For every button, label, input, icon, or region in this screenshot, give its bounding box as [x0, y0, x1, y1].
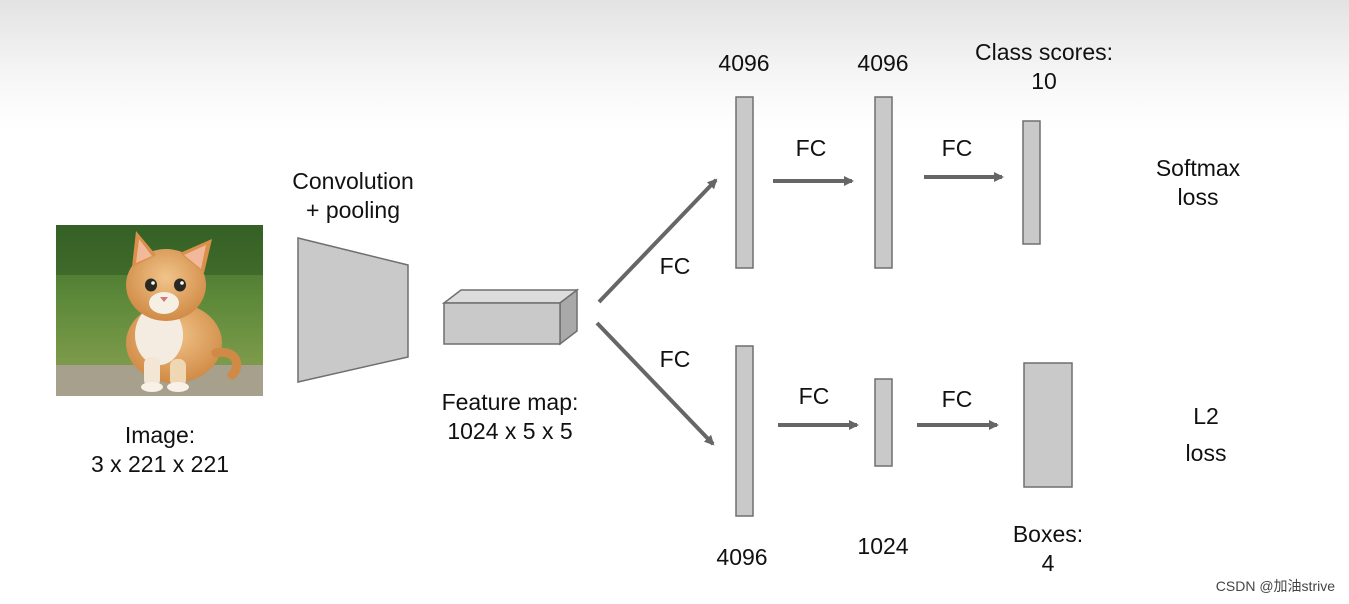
branch-bottom-fc-label: FC: [659, 346, 691, 372]
input-label-line1: Image:: [124, 422, 196, 448]
top-layer1-size: 4096: [718, 50, 770, 76]
bottom-fc-label-1: FC: [798, 383, 830, 409]
feature-map-label-line1: Feature map:: [441, 389, 579, 415]
boxes-line2: 4: [1041, 550, 1055, 576]
bottom-fc-layer-1: [735, 345, 754, 517]
class-scores-line2: 10: [1031, 68, 1057, 94]
softmax-loss-line1: Softmax: [1155, 155, 1241, 181]
top-fc-layer-1: [735, 96, 754, 269]
boxes-label: Boxes: 4: [988, 520, 1108, 578]
conv-pooling-block: [297, 237, 409, 383]
branch-arrow-bottom: [595, 321, 715, 446]
top-fc-label-2: FC: [941, 135, 973, 161]
input-image: [56, 225, 263, 396]
l2-loss-label: L2 loss: [1158, 398, 1254, 472]
input-image-label: Image: 3 x 221 x 221: [60, 421, 260, 479]
conv-label: Convolution + pooling: [268, 167, 438, 225]
branch-top-fc-label: FC: [659, 253, 691, 279]
bottom-fc-layer-2: [874, 378, 893, 467]
feature-map-block: [441, 288, 580, 346]
bottom-layer1-size: 4096: [716, 544, 768, 570]
l2-loss-line1: L2: [1193, 403, 1219, 429]
branch-arrow-top: [597, 178, 718, 304]
watermark: CSDN @加油strive: [1215, 578, 1335, 594]
boxes-line1: Boxes:: [1012, 521, 1084, 547]
feature-map-label: Feature map: 1024 x 5 x 5: [420, 388, 600, 446]
top-fc-layer-2: [874, 96, 893, 269]
boxes-layer: [1023, 362, 1073, 488]
l2-loss-line2: loss: [1185, 440, 1227, 466]
feature-map-label-line2: 1024 x 5 x 5: [447, 418, 573, 444]
softmax-loss-line2: loss: [1177, 184, 1219, 210]
softmax-loss-label: Softmax loss: [1138, 154, 1258, 212]
class-scores-label: Class scores: 10: [949, 38, 1139, 96]
cat-photo: [56, 225, 263, 396]
conv-label-line1: Convolution: [292, 168, 414, 194]
bottom-fc-label-2: FC: [941, 386, 973, 412]
bottom-layer2-size: 1024: [857, 533, 909, 559]
input-label-line2: 3 x 221 x 221: [90, 451, 230, 477]
class-scores-line1: Class scores:: [974, 39, 1114, 65]
conv-label-line2: + pooling: [306, 197, 400, 223]
top-layer2-size: 4096: [857, 50, 909, 76]
class-scores-layer: [1022, 120, 1041, 245]
top-fc-label-1: FC: [795, 135, 827, 161]
